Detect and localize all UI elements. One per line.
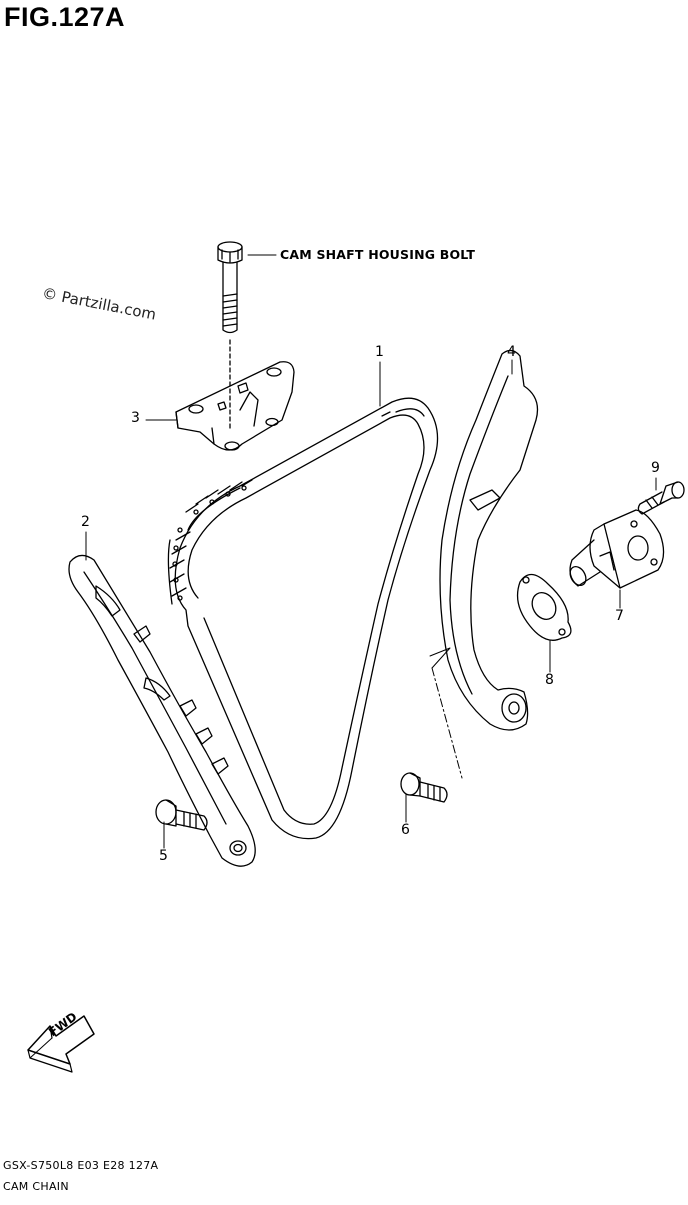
part-1-cam-chain xyxy=(167,397,439,840)
callout-9: 9 xyxy=(651,460,660,476)
fwd-arrow-icon xyxy=(27,1015,95,1073)
callout-6: 6 xyxy=(401,822,410,838)
part-6-guide-bolt xyxy=(400,772,448,803)
callout-7: 7 xyxy=(615,608,624,624)
footer-section-name: CAM CHAIN xyxy=(3,1180,69,1193)
part-3-housing-bracket xyxy=(175,361,295,451)
chain-links xyxy=(167,479,253,605)
callout-4: 4 xyxy=(507,344,516,360)
callout-2: 2 xyxy=(81,514,90,530)
leader-lines xyxy=(85,254,657,849)
callout-5: 5 xyxy=(159,848,168,864)
part-8-gasket xyxy=(516,573,572,641)
part-9-tensioner-bolt xyxy=(637,481,685,515)
part-7-tensioner xyxy=(569,509,665,589)
cam-shaft-housing-bolt xyxy=(217,241,243,431)
part-2-chain-guide-left xyxy=(68,554,256,867)
note-cam-shaft-housing-bolt: CAM SHAFT HOUSING BOLT xyxy=(280,247,476,262)
callout-1: 1 xyxy=(375,344,384,360)
part-5-guide-bolt xyxy=(155,799,208,831)
part-4-chain-guide-right xyxy=(439,349,539,731)
figure-title: FIG.127A xyxy=(4,2,126,32)
alignment-lines xyxy=(429,647,463,779)
footer-model-code: GSX-S750L8 E03 E28 127A xyxy=(3,1159,159,1172)
callout-8: 8 xyxy=(545,672,554,688)
callout-3: 3 xyxy=(131,410,140,426)
